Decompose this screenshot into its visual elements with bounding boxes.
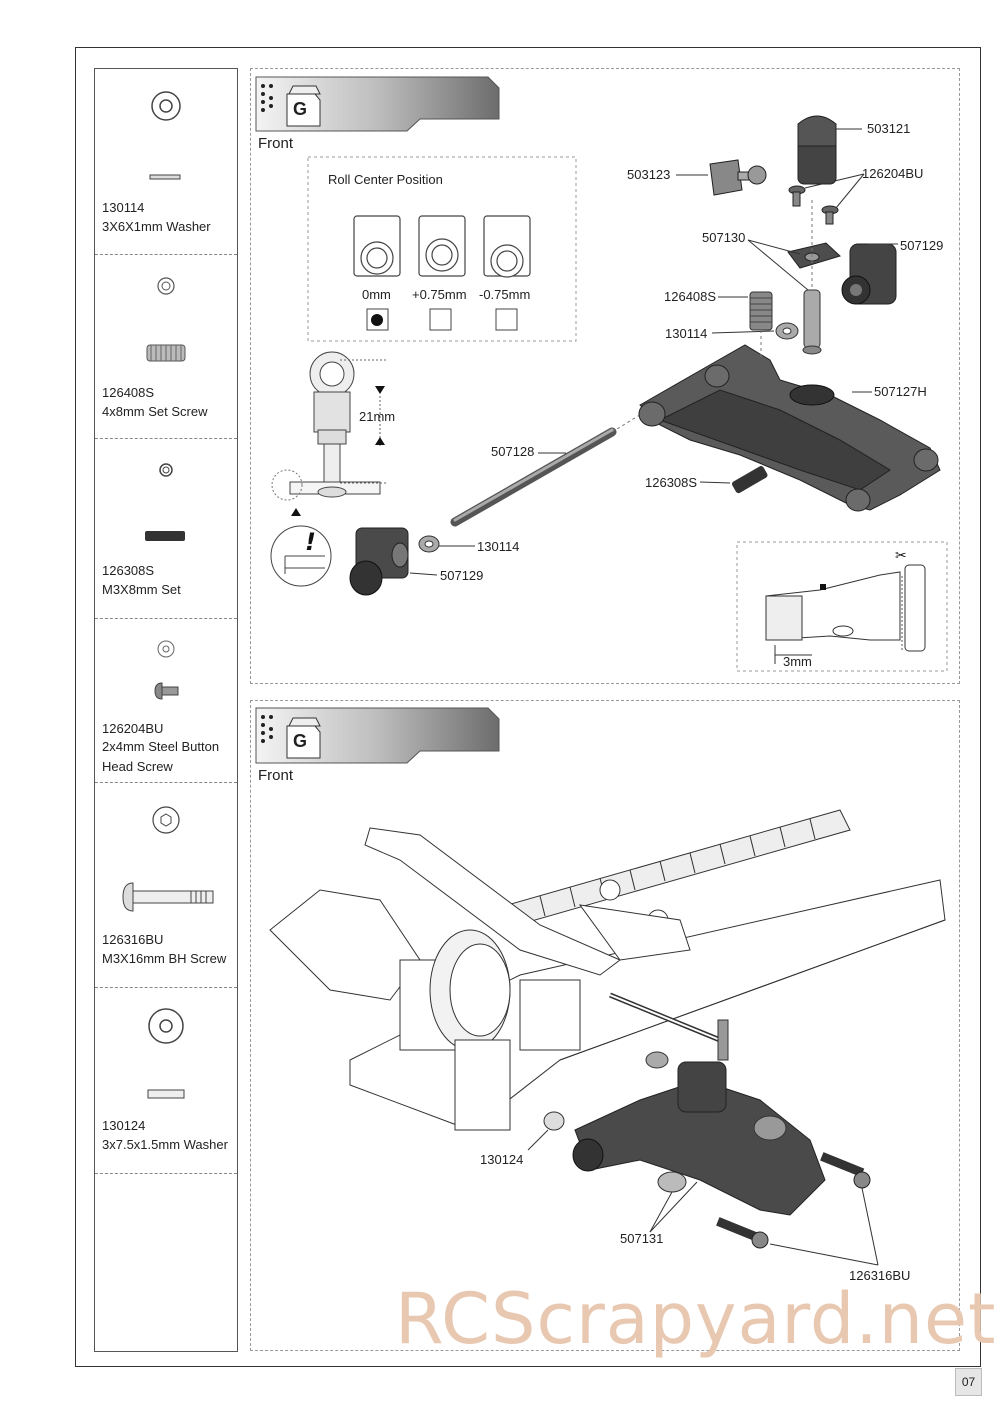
page-frame (75, 47, 981, 1367)
part-name: 4x8mm Set Screw (102, 404, 208, 419)
part-label-507129-lower: 507129 (440, 568, 484, 583)
page-number: 07 (955, 1368, 982, 1396)
part-label-507127H: 507127H (874, 384, 927, 399)
set-screw-icon (145, 463, 185, 541)
watermark: RCScrapyard.net (395, 1278, 997, 1360)
front-label: Front (258, 135, 294, 152)
step-panel-lower (250, 700, 960, 1351)
part-label-130114-lower: 130114 (477, 539, 520, 554)
washer-icon (147, 1008, 185, 1099)
part-label-507131: 507131 (620, 1231, 664, 1246)
roll-option-0mm: 0mm (362, 287, 391, 302)
part-item-126408S: 126408S 4x8mm Set Screw (95, 255, 237, 439)
roll-option-plus: +0.75mm (412, 287, 467, 302)
part-name: M3X16mm BH Screw (102, 951, 227, 966)
part-label-126408S: 126408S (664, 289, 717, 304)
parts-sidebar: 130114 3X6X1mm Washer 126408S 4x8mm Set … (94, 68, 238, 1352)
part-label-126308S: 126308S (645, 475, 698, 490)
part-item-130114: 130114 3X6X1mm Washer (95, 69, 237, 255)
part-label-507128: 507128 (491, 444, 535, 459)
part-number: 130114 (102, 200, 145, 215)
svg-text:✂: ✂ (895, 548, 907, 564)
part-number: 130124 (102, 1118, 146, 1133)
step-panel-upper (250, 68, 960, 684)
part-number: 126408S (102, 385, 155, 400)
washer-icon (149, 91, 181, 180)
part-label-126316BU: 126316BU (849, 1268, 911, 1283)
part-item-130124: 130124 3x7.5x1.5mm Washer (95, 988, 237, 1174)
svg-text:!: ! (305, 528, 316, 556)
button-head-screw-icon (154, 640, 179, 700)
part-name: 3x7.5x1.5mm Washer (102, 1137, 228, 1152)
roll-option-minus: -0.75mm (479, 287, 531, 302)
step-letter: G (293, 731, 308, 751)
part-label-503123: 503123 (627, 167, 671, 182)
part-label-507129-upper: 507129 (900, 238, 944, 253)
roll-center-title: Roll Center Position (328, 172, 443, 187)
part-label-126204BU: 126204BU (862, 166, 924, 181)
part-name: M3X8mm Set (102, 582, 181, 597)
part-name: 2x4mm Steel Button Head Screw (102, 739, 220, 774)
part-number: 126316BU (102, 932, 164, 947)
part-label-130124: 130124 (480, 1152, 524, 1167)
part-item-126308S: 126308S M3X8mm Set (95, 439, 237, 619)
dimension-21mm: 21mm (359, 409, 396, 424)
part-label-507130: 507130 (702, 230, 746, 245)
part-number: 126308S (102, 563, 155, 578)
part-label-130114-upper: 130114 (665, 326, 708, 341)
dimension-3mm: 3mm (783, 654, 812, 669)
front-label: Front (258, 767, 294, 784)
part-number: 126204BU (102, 721, 164, 736)
part-label-503121: 503121 (867, 121, 911, 136)
part-item-126316BU: 126316BU M3X16mm BH Screw (95, 783, 237, 988)
part-name: 3X6X1mm Washer (102, 219, 211, 234)
part-item-126204BU: 126204BU 2x4mm Steel Button Head Screw (95, 619, 237, 783)
step-letter: G (293, 99, 308, 119)
button-head-screw-icon (122, 806, 214, 912)
set-screw-icon (146, 277, 186, 362)
